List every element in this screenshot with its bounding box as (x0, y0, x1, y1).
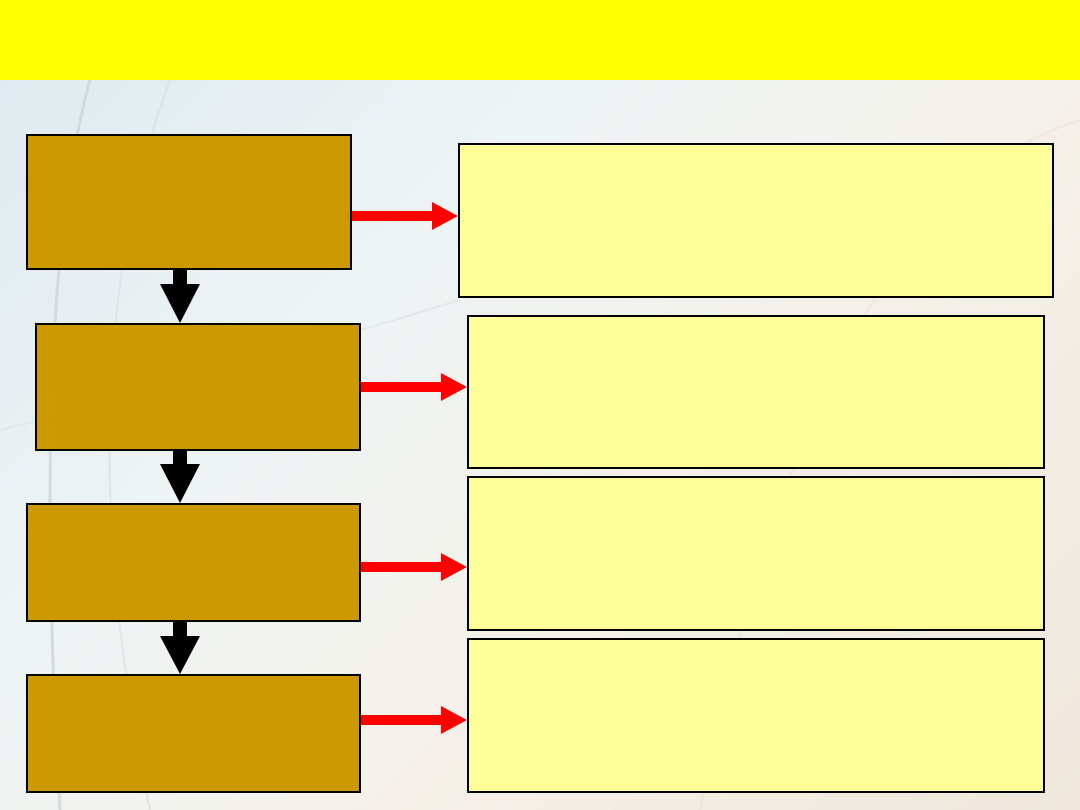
step-box-2 (35, 323, 361, 451)
title-banner (0, 0, 1080, 80)
flow-arrow-down-3 (160, 622, 200, 674)
link-arrow-right-1 (352, 202, 458, 230)
flow-arrow-down-1 (160, 270, 200, 323)
link-arrow-right-2 (361, 373, 467, 401)
link-arrow-right-3 (361, 553, 467, 581)
description-box-1 (458, 143, 1054, 298)
flow-arrow-down-2 (160, 451, 200, 503)
step-box-3 (26, 503, 361, 622)
description-box-4 (467, 638, 1045, 793)
step-box-1 (26, 134, 352, 270)
step-box-4 (26, 674, 361, 793)
link-arrow-right-4 (361, 706, 467, 734)
description-box-2 (467, 315, 1045, 469)
description-box-3 (467, 476, 1045, 631)
